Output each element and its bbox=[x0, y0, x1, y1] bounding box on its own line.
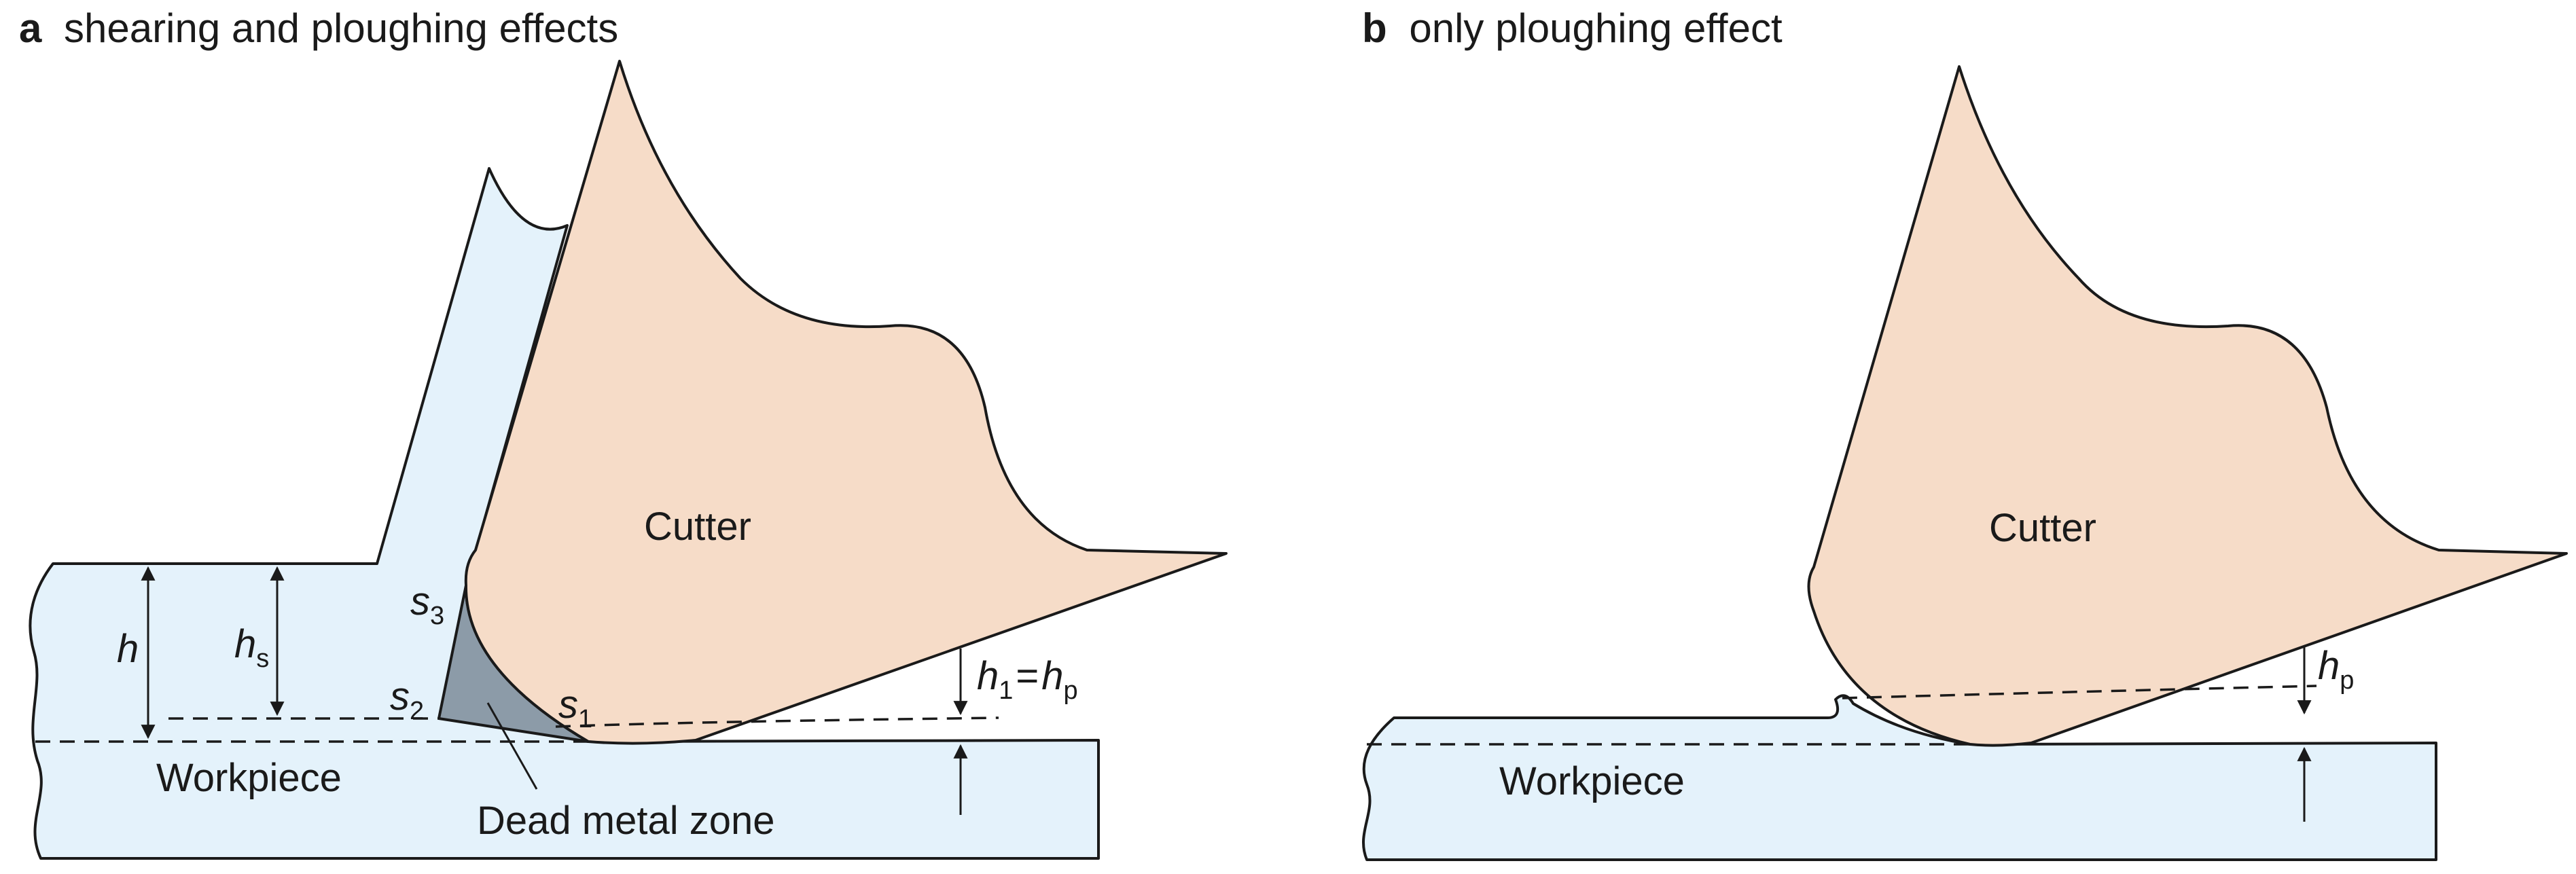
panel-a-letter: a bbox=[19, 5, 42, 51]
panel-b-workpiece bbox=[1362, 694, 2437, 861]
label-s1-sub: 1 bbox=[578, 705, 592, 733]
panel-b-title: b only ploughing effect bbox=[1362, 5, 1783, 51]
panel-a-title-text: shearing and ploughing effects bbox=[64, 5, 618, 51]
panel-a: a shearing and ploughing effects Cutter … bbox=[19, 5, 1228, 860]
panel-a-ploughing-line bbox=[555, 716, 999, 728]
panel-a-workpiece-label: Workpiece bbox=[156, 756, 342, 800]
panel-b-hp-sub: p bbox=[2340, 666, 2354, 695]
label-s1: s1 bbox=[558, 682, 592, 733]
label-s3-main: s bbox=[410, 579, 430, 623]
label-hp-main: h bbox=[1041, 654, 1063, 698]
label-hs-sub: s bbox=[256, 644, 269, 673]
panel-b-label-hp: hp bbox=[2318, 644, 2354, 695]
label-s2-main: s bbox=[390, 674, 410, 718]
panel-b-title-text: only ploughing effect bbox=[1409, 5, 1783, 51]
label-s1-main: s bbox=[558, 682, 578, 727]
panel-b-cutter-label: Cutter bbox=[1989, 506, 2096, 550]
panel-a-workpiece bbox=[29, 167, 1100, 860]
label-h-main: h bbox=[117, 627, 139, 671]
label-s2-sub: 2 bbox=[410, 697, 424, 725]
label-h1-hp: h1=hp bbox=[977, 654, 1078, 705]
label-h: h bbox=[117, 627, 139, 671]
panel-b: b only ploughing effect Cutter Workpiece… bbox=[1362, 5, 2568, 861]
panel-a-title: a shearing and ploughing effects bbox=[19, 5, 618, 51]
label-h1-sub: 1 bbox=[999, 676, 1013, 705]
label-s3: s3 bbox=[410, 579, 444, 630]
panel-a-cutter-label: Cutter bbox=[644, 505, 751, 549]
panel-b-hp-main: h bbox=[2318, 644, 2340, 688]
label-hs-main: h bbox=[234, 622, 256, 666]
label-hs: hs bbox=[234, 622, 269, 673]
label-s2: s2 bbox=[390, 674, 424, 725]
label-s3-sub: 3 bbox=[430, 602, 444, 630]
panel-b-letter: b bbox=[1362, 5, 1387, 51]
dead-metal-leader bbox=[486, 702, 538, 790]
panel-b-ploughing-line bbox=[1842, 685, 2317, 699]
panel-b-cutter bbox=[1807, 65, 2568, 747]
panel-b-workpiece-label: Workpiece bbox=[1499, 759, 1685, 803]
label-hp-sub: p bbox=[1064, 676, 1078, 705]
dead-metal-zone-label: Dead metal zone bbox=[477, 799, 774, 843]
label-h1-main: h bbox=[977, 654, 999, 698]
panel-a-cutter bbox=[464, 60, 1228, 745]
label-equals: = bbox=[1016, 654, 1039, 698]
